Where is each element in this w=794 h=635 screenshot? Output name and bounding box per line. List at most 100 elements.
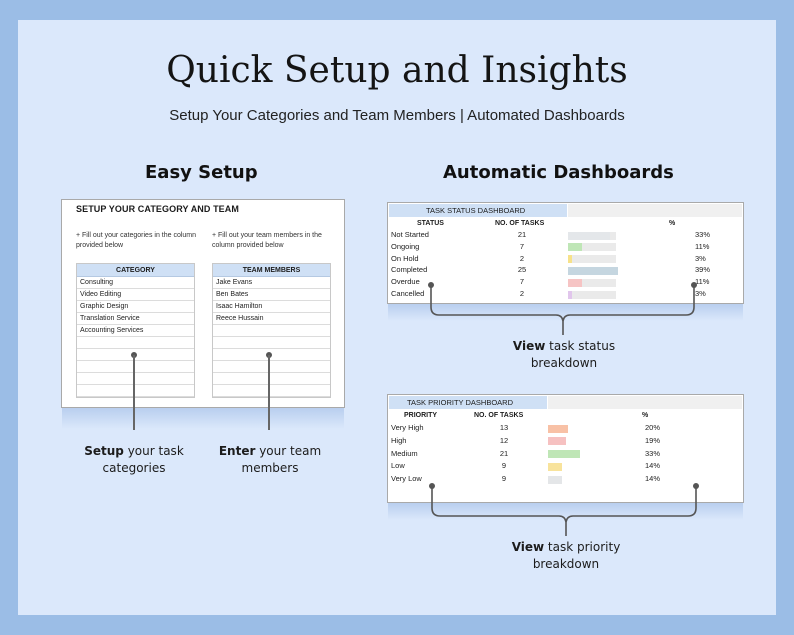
- dashboards-heading: Automatic Dashboards: [443, 162, 674, 183]
- category-cell: Graphic Design: [77, 301, 194, 313]
- priority-count: 21: [499, 448, 509, 458]
- priority-col-header: PRIORITY: [404, 412, 438, 419]
- priority-pct: 33%: [645, 448, 661, 458]
- category-cell: Accounting Services: [77, 325, 194, 337]
- status-bar-track: [568, 278, 616, 287]
- priority-bar: [548, 437, 567, 446]
- team-member-cell: [213, 385, 330, 397]
- status-dashboard-tab: TASK STATUS DASHBOARD: [389, 204, 567, 217]
- status-bar: [568, 290, 572, 299]
- setup-sheet: SETUP YOUR CATEGORY AND TEAM + Fill out …: [61, 199, 345, 408]
- team-member-cell: Jake Evans: [213, 277, 330, 289]
- priority-bar: [548, 462, 562, 471]
- status-bracket: [428, 282, 697, 335]
- status-dashboard-shadow: [388, 303, 743, 321]
- priority-label: High: [391, 435, 407, 445]
- status-count: 2: [519, 253, 525, 263]
- priority-dashboard: TASK PRIORITY DASHBOARD PRIORITY NO. OF …: [387, 394, 744, 503]
- priority-label: Very High: [391, 423, 424, 432]
- status-count: 2: [519, 289, 525, 298]
- setup-sheet-title: SETUP YOUR CATEGORY AND TEAM: [76, 204, 239, 214]
- status-count: 21: [517, 230, 527, 239]
- status-bar: [568, 266, 618, 275]
- category-cell: [77, 373, 194, 385]
- priority-count: 13: [499, 423, 509, 432]
- priority-tab-shade: [548, 396, 742, 409]
- priority-bar: [548, 475, 562, 484]
- category-cell: Consulting: [77, 277, 194, 289]
- priority-bracket: [429, 483, 699, 536]
- category-note: + Fill out your categories in the column…: [76, 232, 197, 249]
- status-label: Ongoing: [391, 241, 420, 251]
- status-bar-track: [568, 255, 616, 264]
- status-label: Completed: [391, 265, 428, 275]
- priority-pct: 19%: [645, 435, 661, 445]
- priority-label: Medium: [391, 448, 418, 458]
- team-header: TEAM MEMBERS: [213, 264, 330, 277]
- priority-pct: 20%: [645, 423, 661, 432]
- enter-connector-line: [268, 355, 270, 430]
- status-bar: [568, 255, 572, 264]
- status-label: Cancelled: [391, 289, 425, 298]
- team-member-cell: [213, 373, 330, 385]
- team-note: + Fill out your team members in the colu…: [212, 232, 322, 249]
- status-bar: [568, 231, 610, 240]
- team-member-cell: [213, 325, 330, 337]
- status-col-header: STATUS: [417, 220, 444, 227]
- status-count: 25: [517, 265, 527, 275]
- status-bar-track: [568, 243, 616, 252]
- category-cell: Translation Service: [77, 313, 194, 325]
- category-cell: Video Editing: [77, 289, 194, 301]
- team-member-cell: [213, 349, 330, 361]
- status-bar-track: [568, 290, 616, 299]
- priority-dashboard-tab: TASK PRIORITY DASHBOARD: [389, 396, 547, 409]
- team-member-cell: Isaac Hamilton: [213, 301, 330, 313]
- setup-connector-line: [133, 355, 135, 430]
- category-header: CATEGORY: [77, 264, 194, 277]
- category-cell: [77, 361, 194, 373]
- priority-label: Very Low: [391, 474, 422, 484]
- team-member-cell: [213, 361, 330, 373]
- priority-bar: [548, 424, 568, 433]
- status-pct: 3%: [695, 253, 706, 263]
- status-pct-header: %: [669, 220, 676, 227]
- easy-setup-heading: Easy Setup: [145, 162, 258, 183]
- status-tab-shade: [568, 204, 742, 217]
- category-cell: [77, 337, 194, 349]
- priority-count: 12: [499, 435, 509, 445]
- status-bar: [568, 243, 582, 252]
- status-pct: 11%: [695, 241, 710, 251]
- category-cell: [77, 385, 194, 397]
- status-label: Overdue: [391, 277, 420, 287]
- priority-pct: 14%: [645, 461, 661, 471]
- status-pct: 11%: [695, 277, 710, 287]
- team-member-cell: Ben Bates: [213, 289, 330, 301]
- status-label: On Hold: [391, 253, 419, 263]
- status-count: 7: [519, 241, 525, 251]
- status-dashboard: TASK STATUS DASHBOARD STATUS NO. OF TASK…: [387, 202, 744, 304]
- status-count: 7: [519, 277, 525, 287]
- status-tasks-header: NO. OF TASKS: [495, 220, 545, 227]
- priority-label: Low: [391, 461, 405, 471]
- page-title: Quick Setup and Insights: [166, 50, 628, 91]
- status-pct: 3%: [695, 289, 706, 298]
- category-cell: [77, 349, 194, 361]
- status-label: Not Started: [391, 230, 429, 239]
- team-member-cell: [213, 337, 330, 349]
- team-member-cell: Reece Hussain: [213, 313, 330, 325]
- status-pct: 39%: [695, 265, 711, 275]
- status-bar: [568, 278, 582, 287]
- priority-count: 9: [501, 461, 507, 471]
- priority-count: 9: [501, 474, 507, 484]
- status-pct: 33%: [695, 230, 711, 239]
- priority-pct-header: %: [642, 412, 649, 419]
- priority-bar: [548, 450, 580, 459]
- priority-tasks-header: NO. OF TASKS: [474, 412, 524, 419]
- setup-sheet-shadow: [62, 407, 344, 429]
